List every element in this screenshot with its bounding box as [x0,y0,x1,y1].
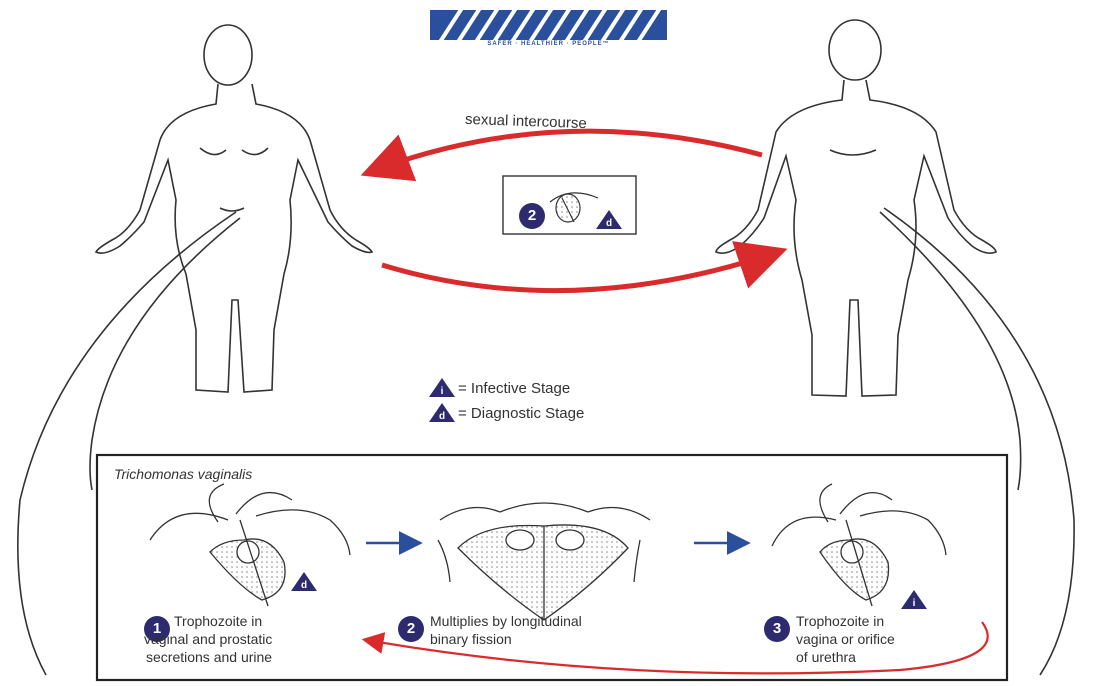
life-cycle-title: Trichomonas vaginalis [114,466,252,482]
legend-diagnostic-triangle: d [429,403,455,422]
stage-1-line-2: vaginal and prostatic [144,630,272,648]
stage-2-number: 2 [398,616,424,642]
svg-text:d: d [439,411,445,422]
arrow-male-to-female [370,131,762,172]
male-figure [716,20,996,396]
center-stage-number: 2 [519,203,545,229]
svg-text:d: d [301,580,307,591]
stage-2-line-1: Multiplies by longitudinal [430,612,582,630]
stage-3-number: 3 [764,616,790,642]
svg-text:d: d [606,218,612,229]
stage-2-line-2: binary fission [430,630,582,648]
female-figure [96,25,372,392]
logo-tagline: SAFER · HEALTHIER · PEOPLE™ [430,41,667,47]
stage-1-line-1: Trophozoite in [174,612,272,630]
stage-2-text: Multiplies by longitudinal binary fissio… [430,612,582,648]
legend-infective-triangle: i [429,378,455,397]
legend-infective-label: = Infective Stage [458,380,570,397]
svg-text:i: i [913,598,916,609]
arrow-female-to-male [382,252,778,291]
cdc-logo [430,8,667,42]
svg-text:i: i [441,386,444,397]
arc-right-inner [880,212,1021,490]
legend-diagnostic-label: = Diagnostic Stage [458,405,584,422]
stage-3-text: Trophozoite in vagina or orifice of uret… [796,612,895,666]
stage-1-line-3: secretions and urine [146,648,272,666]
stage-3-line-2: vagina or orifice [796,630,895,648]
arc-left-inner [90,218,240,490]
stage-3-line-1: Trophozoite in [796,612,895,630]
stage-3-line-3: of urethra [796,648,895,666]
stage-1-text: Trophozoite in vaginal and prostatic sec… [174,612,272,666]
